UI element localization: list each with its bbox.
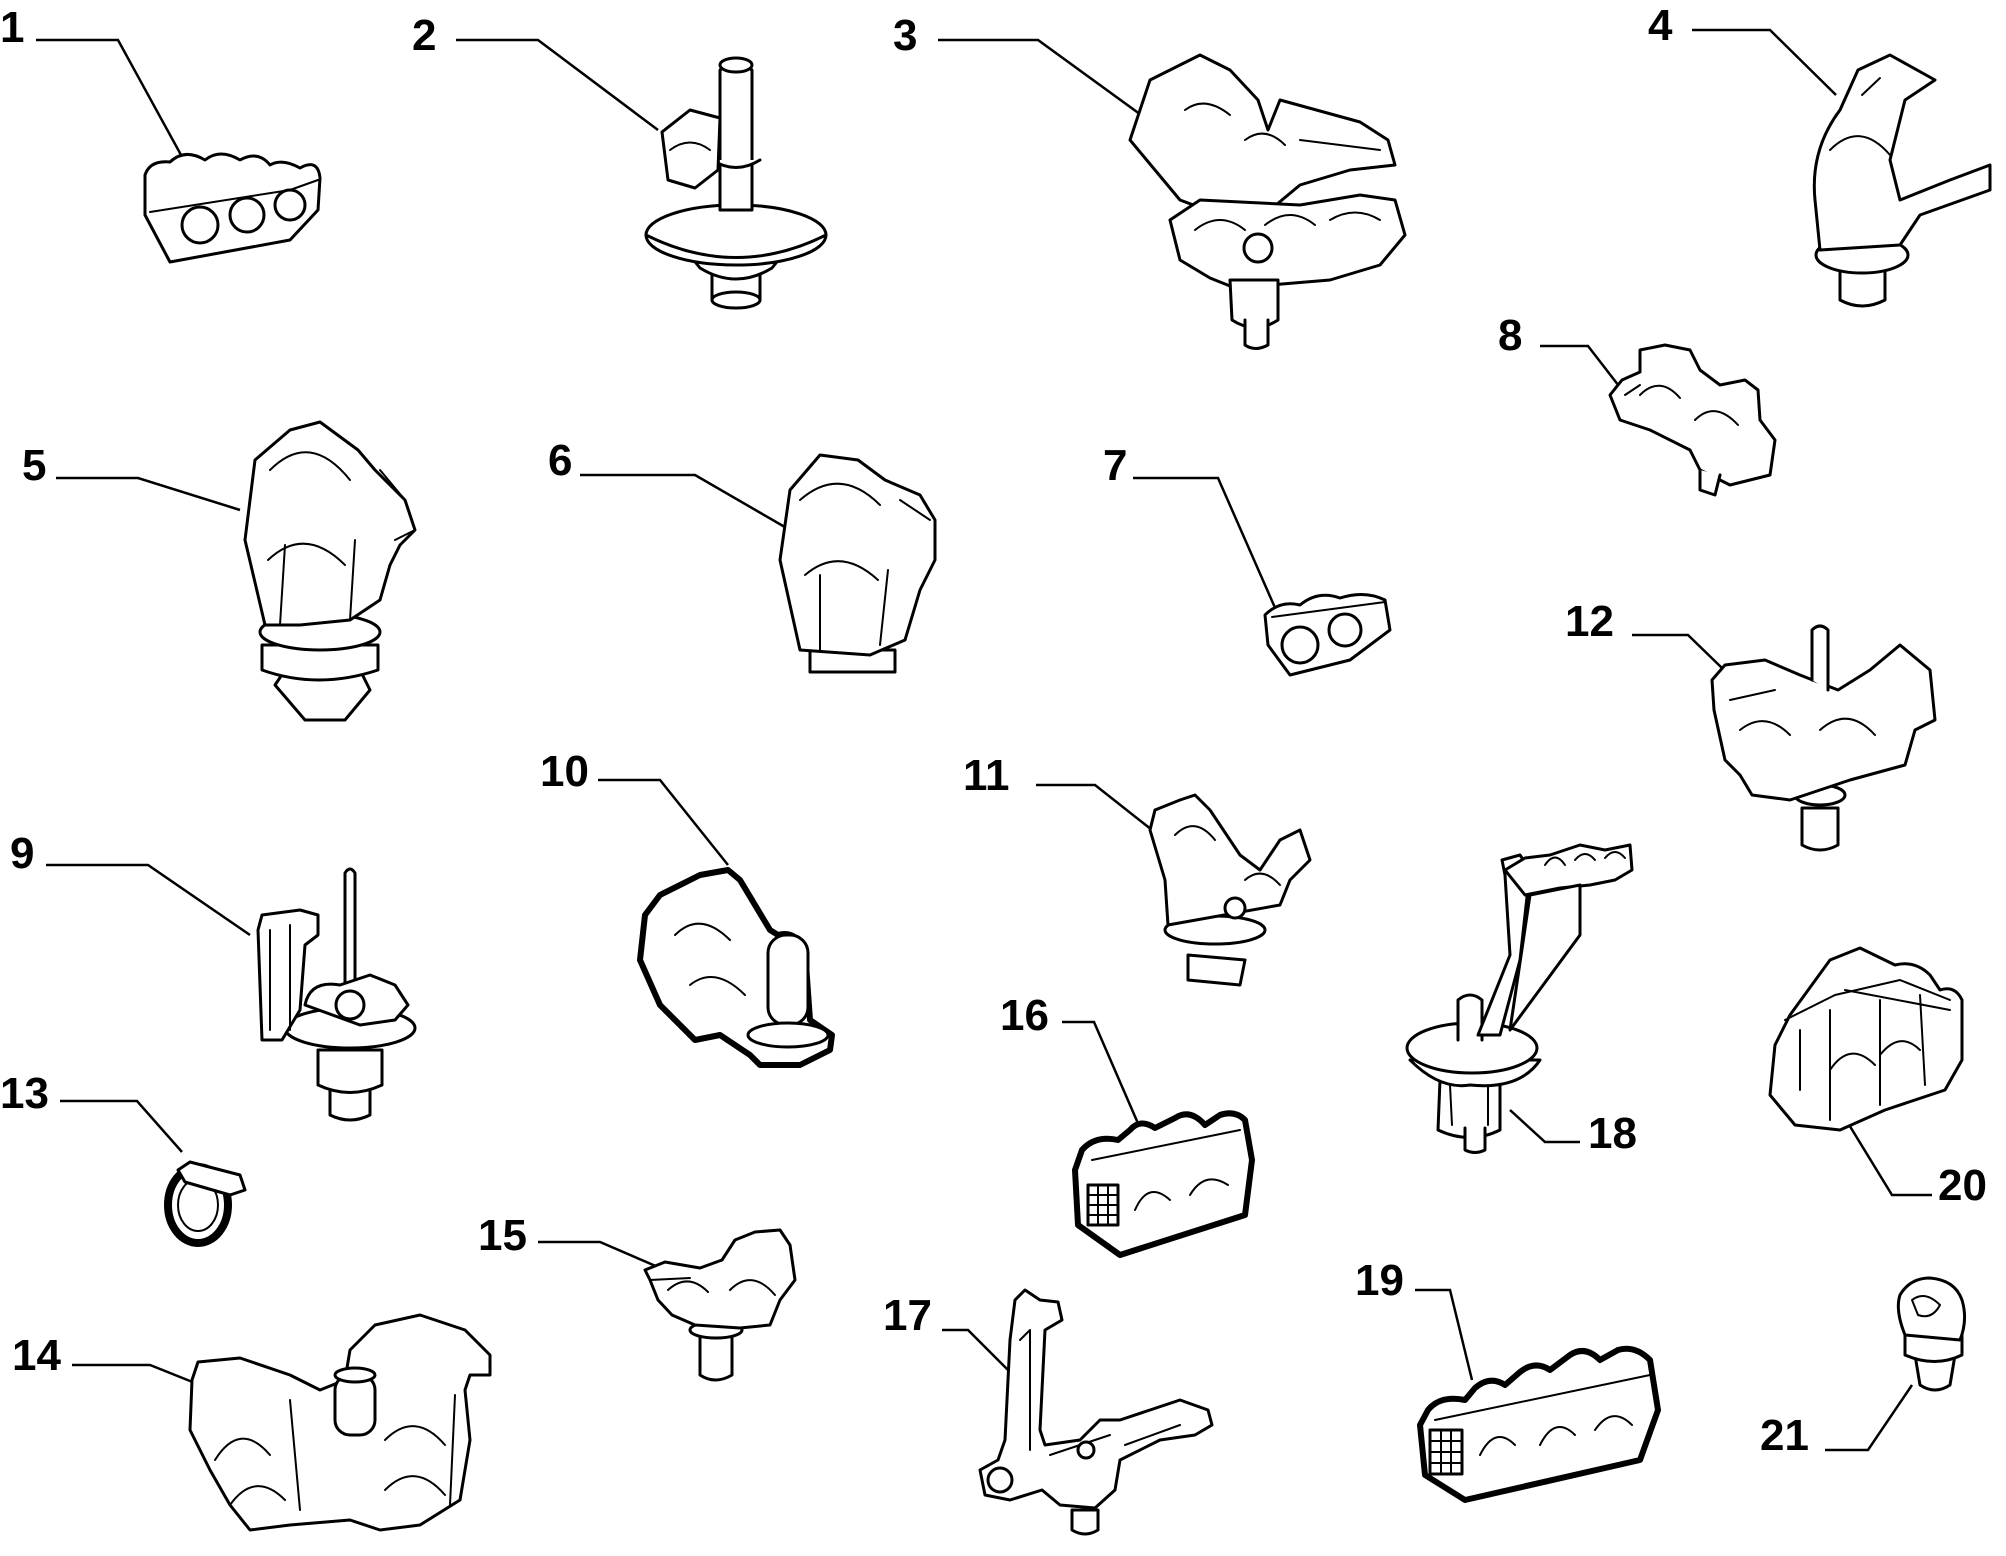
leader-line-8	[1540, 344, 1623, 391]
part-2-push-pin-clip	[644, 56, 828, 310]
leader-line-17	[942, 1328, 1011, 1373]
leader-line-11	[1036, 783, 1153, 831]
callout-label-14: 14	[12, 1331, 61, 1380]
callout-label-18: 18	[1588, 1109, 1637, 1158]
leader-line-10	[598, 778, 729, 866]
part-14-large-double-clip	[188, 1313, 492, 1532]
leader-line-9	[46, 863, 251, 937]
leader-line-1	[36, 38, 194, 176]
part-1-triple-pipe-clip	[143, 152, 322, 264]
leader-line-2	[456, 38, 659, 131]
part-12-angled-clip-stud	[1710, 624, 1937, 852]
callout-label-5: 5	[22, 441, 46, 490]
leader-line-15	[538, 1240, 666, 1272]
callout-label-11: 11	[963, 751, 1010, 800]
leader-line-13	[60, 1099, 183, 1153]
callout-label-19: 19	[1355, 1256, 1404, 1305]
part-13-hose-clamp	[164, 1160, 247, 1247]
leader-line-16	[1062, 1020, 1142, 1129]
leader-line-14	[72, 1363, 201, 1387]
callout-label-4: 4	[1648, 1, 1673, 50]
callout-label-15: 15	[478, 1211, 527, 1260]
part-19-triple-clip-block	[1417, 1345, 1661, 1503]
part-6-double-clip	[778, 453, 937, 674]
leader-line-7	[1133, 476, 1278, 611]
callout-label-20: 20	[1938, 1161, 1987, 1210]
callout-label-8: 8	[1498, 311, 1522, 360]
callout-label-9: 9	[10, 829, 34, 878]
part-4-clip-with-tab	[1812, 53, 1992, 308]
leader-line-12	[1632, 633, 1723, 669]
callout-label-1: 1	[0, 3, 24, 52]
callout-label-3: 3	[893, 11, 917, 60]
part-18-stud-arm-clip	[1405, 843, 1634, 1154]
leader-line-20	[1838, 1109, 1932, 1197]
part-21-small-clip	[1896, 1276, 1967, 1392]
callout-label-6: 6	[548, 436, 572, 485]
callout-label-21: 21	[1760, 1411, 1809, 1460]
leader-line-6	[580, 473, 791, 532]
part-10-clip-with-stud	[637, 867, 835, 1068]
part-8-small-double-bracket	[1608, 343, 1777, 497]
leader-line-18	[1509, 1109, 1580, 1144]
callout-label-7: 7	[1103, 441, 1127, 490]
part-11-y-bracket	[1148, 793, 1312, 987]
leader-line-4	[1692, 28, 1837, 96]
callout-label-2: 2	[412, 11, 436, 60]
part-3-multi-channel-bracket	[1128, 53, 1407, 350]
callout-label-13: 13	[0, 1069, 49, 1118]
part-5-double-clip-fir-tree	[243, 420, 417, 722]
part-9-stud-with-clip	[256, 867, 417, 1122]
leader-line-19	[1415, 1288, 1474, 1381]
leader-line-21	[1825, 1384, 1914, 1452]
part-17-l-bracket	[978, 1288, 1214, 1536]
callout-label-10: 10	[540, 747, 589, 796]
part-16-double-clip-block	[1072, 1110, 1255, 1258]
callout-label-17: 17	[883, 1291, 932, 1340]
part-7-double-pipe-clip	[1263, 593, 1392, 677]
part-20-triple-clip-divider	[1768, 946, 1964, 1132]
callout-label-16: 16	[1000, 991, 1049, 1040]
part-15-small-double-clip	[643, 1228, 797, 1382]
leader-line-3	[938, 38, 1149, 122]
callout-label-12: 12	[1565, 597, 1614, 646]
leader-line-5	[56, 476, 241, 512]
